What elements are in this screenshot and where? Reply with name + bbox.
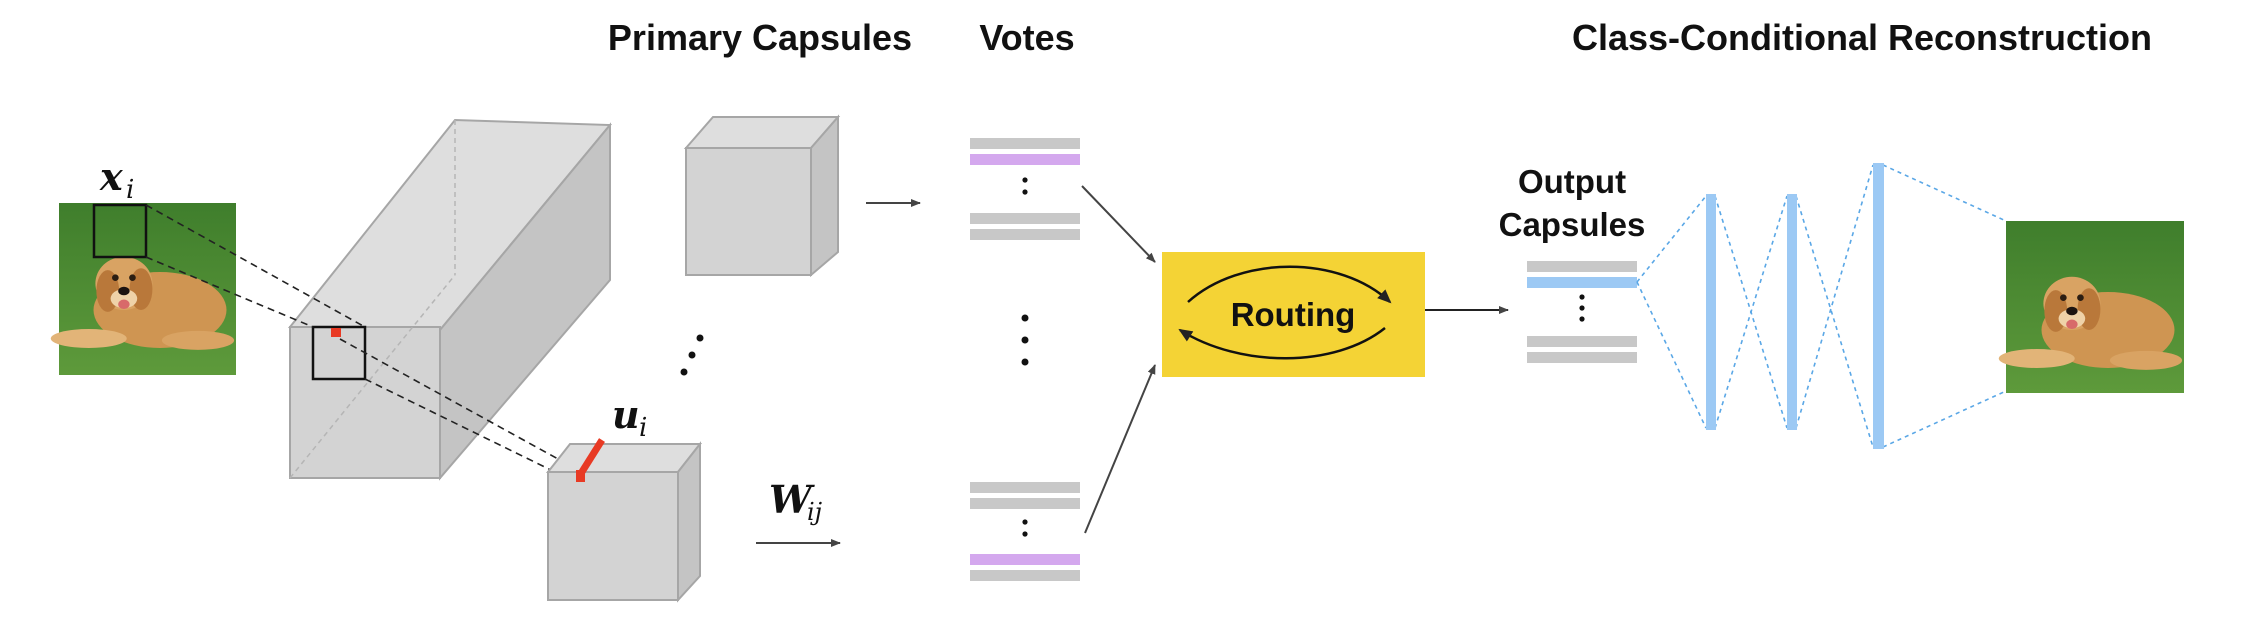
decoder-layer-3 (1873, 163, 1884, 449)
reconstruction-title: Class-Conditional Reconstruction (1572, 17, 2152, 58)
capsule-subscript: i (639, 413, 647, 443)
input-symbol: x (99, 154, 124, 199)
input-image (50, 203, 236, 375)
output-capsule-bar (1527, 352, 1637, 363)
decoder-layer-2 (1787, 194, 1797, 430)
receptive-field-box (92, 203, 148, 259)
votes-vertical-ellipsis (1021, 314, 1029, 366)
output-capsules-label-line1: Output (1518, 163, 1626, 200)
votes-title: Votes (979, 17, 1074, 58)
output-capsules (1527, 261, 1637, 363)
routing-backward-arrow (1178, 327, 1386, 360)
output-capsules-label-line2: Capsules (1499, 206, 1646, 243)
conv-feature-volume (287, 118, 613, 481)
routing-label: Routing (1231, 296, 1356, 333)
projection-lines (145, 204, 579, 473)
primary-capsule-cube-top (683, 114, 841, 278)
reconstructed-image (1998, 221, 2184, 393)
vote-bar (970, 138, 1080, 149)
votes-group-top (970, 138, 1080, 240)
vote-bar (970, 570, 1080, 581)
primary-capsule-cube-bottom (545, 441, 703, 603)
vote-bar-highlight (970, 554, 1080, 565)
routing-block: Routing (1162, 252, 1425, 377)
output-capsule-bar-highlight (1527, 277, 1637, 288)
capsule-vector-base (576, 470, 585, 482)
vote-bar-highlight (970, 154, 1080, 165)
input-subscript: i (126, 175, 134, 205)
routing-forward-arrow (1187, 265, 1392, 304)
output-capsule-bar (1527, 261, 1637, 272)
arrow-votes-to-routing-bottom (1084, 364, 1156, 534)
routing-box (1162, 252, 1425, 377)
decoder-connections (1636, 164, 2007, 448)
votes-group-bottom (970, 482, 1080, 581)
feature-location-marker (331, 328, 341, 337)
capsule-vector (577, 438, 605, 477)
vote-bar (970, 213, 1080, 224)
vote-bar (970, 498, 1080, 509)
weight-symbol: W (769, 477, 815, 522)
primary-capsules-title: Primary Capsules (608, 17, 912, 58)
weight-subscript: ij (807, 498, 823, 526)
capsule-symbol: u (612, 392, 640, 437)
decoder-layer-1 (1706, 194, 1716, 430)
arrow-votes-to-routing-top (1081, 185, 1156, 263)
output-capsule-bar (1527, 336, 1637, 347)
more-capsules-ellipsis (680, 334, 704, 376)
vote-bar (970, 482, 1080, 493)
vote-bar (970, 229, 1080, 240)
